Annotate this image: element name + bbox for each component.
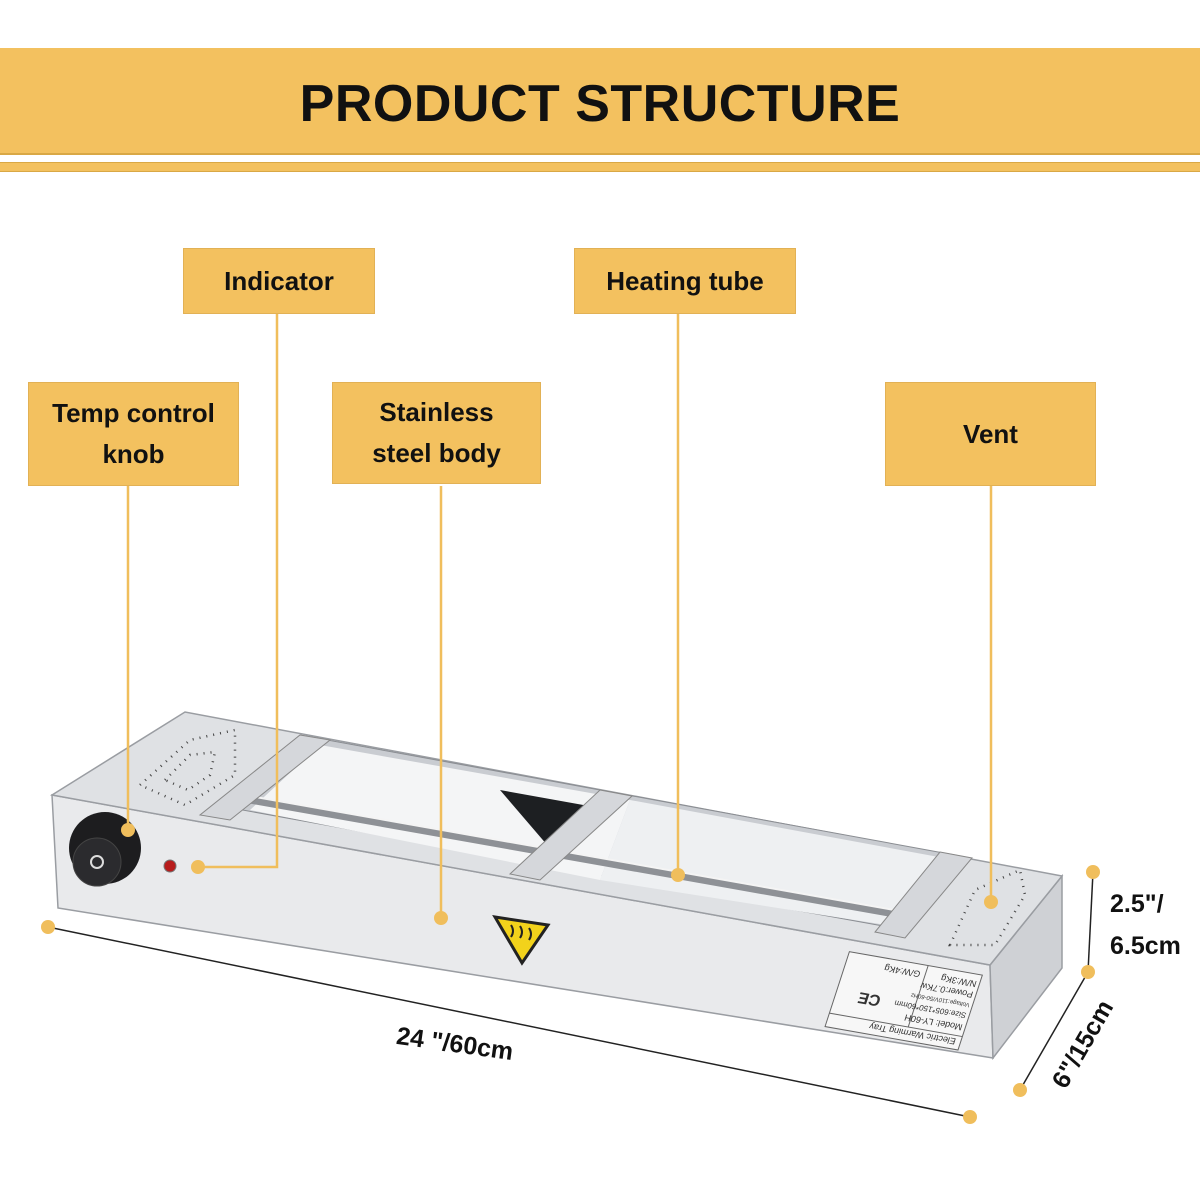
page-title: PRODUCT STRUCTURE <box>299 75 901 133</box>
callout-heating-tube: Heating tube <box>574 248 796 314</box>
callout-stainless-steel-body: Stainless steel body <box>332 382 541 484</box>
callout-indicator: Indicator <box>183 248 375 314</box>
heating-tube <box>249 796 901 919</box>
height-dimension-line1: 2.5"/ <box>1110 890 1164 918</box>
indicator-light-icon <box>163 859 177 873</box>
height-dimension-line2: 6.5cm <box>1110 932 1181 960</box>
hot-surface-warning-icon <box>492 915 551 966</box>
banner-divider <box>0 162 1200 172</box>
dimension-lines <box>47 871 1094 1118</box>
callout-lines <box>126 313 993 918</box>
vent-left-icon <box>137 728 237 807</box>
title-banner <box>0 48 1200 155</box>
callout-line-indicator <box>198 313 279 869</box>
callout-vent: Vent <box>885 382 1096 486</box>
ce-mark: CE <box>855 988 883 1009</box>
callout-temp-control-knob: Temp control knob <box>28 382 239 486</box>
rating-plate: Electric Warming Tray Model: LY-60H Size… <box>824 951 983 1051</box>
temp-control-knob-icon <box>69 812 141 887</box>
